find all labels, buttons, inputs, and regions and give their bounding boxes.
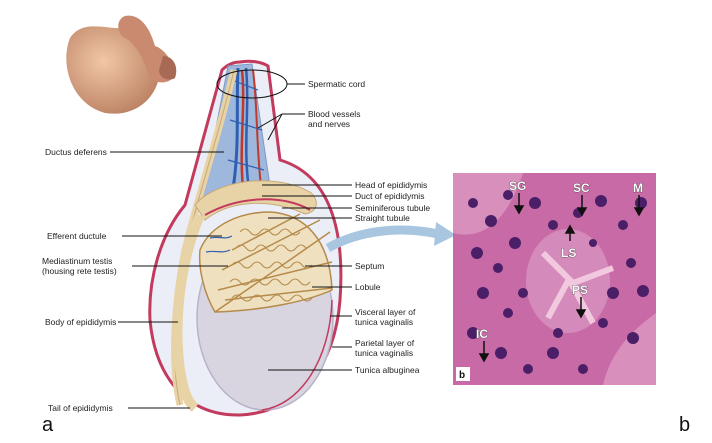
micro-panel-label: b <box>459 370 465 381</box>
micrograph: SG SC M LS PS IC b <box>453 173 656 385</box>
label-head-epididymis: Head of epididymis <box>355 180 427 190</box>
micro-label-ls: LS <box>561 246 576 260</box>
label-visceral-2: tunica vaginalis <box>355 317 413 327</box>
micro-label-sc: SC <box>573 181 590 195</box>
label-efferent-ductule: Efferent ductule <box>47 231 106 241</box>
label-ductus-deferens: Ductus deferens <box>45 147 107 157</box>
label-duct-epididymis: Duct of epididymis <box>355 191 424 201</box>
label-tunica-albuginea: Tunica albuginea <box>355 365 419 375</box>
label-spermatic-cord: Spermatic cord <box>308 79 365 89</box>
label-parietal-1: Parietal layer of <box>355 338 414 348</box>
micro-label-sg: SG <box>509 179 526 193</box>
panel-letter-a: a <box>42 414 53 437</box>
label-mediastinum-2: (housing rete testis) <box>42 266 117 276</box>
micro-label-ps: PS <box>572 283 588 297</box>
label-and-nerves: and nerves <box>308 119 350 129</box>
label-lobule: Lobule <box>355 282 381 292</box>
label-mediastinum-1: Mediastinum testis <box>42 256 112 266</box>
label-body-epididymis: Body of epididymis <box>45 317 116 327</box>
micro-label-m: M <box>633 181 643 195</box>
label-seminiferous-tubule: Seminiferous tubule <box>355 203 430 213</box>
label-blood-vessels: Blood vessels <box>308 109 360 119</box>
label-tail-epididymis: Tail of epididymis <box>48 403 113 413</box>
label-straight-tubule: Straight tubule <box>355 213 410 223</box>
micro-label-ic: IC <box>476 327 488 341</box>
label-visceral-1: Visceral layer of <box>355 307 415 317</box>
label-parietal-2: tunica vaginalis <box>355 348 413 358</box>
panel-letter-b: b <box>679 414 690 437</box>
label-septum: Septum <box>355 261 384 271</box>
